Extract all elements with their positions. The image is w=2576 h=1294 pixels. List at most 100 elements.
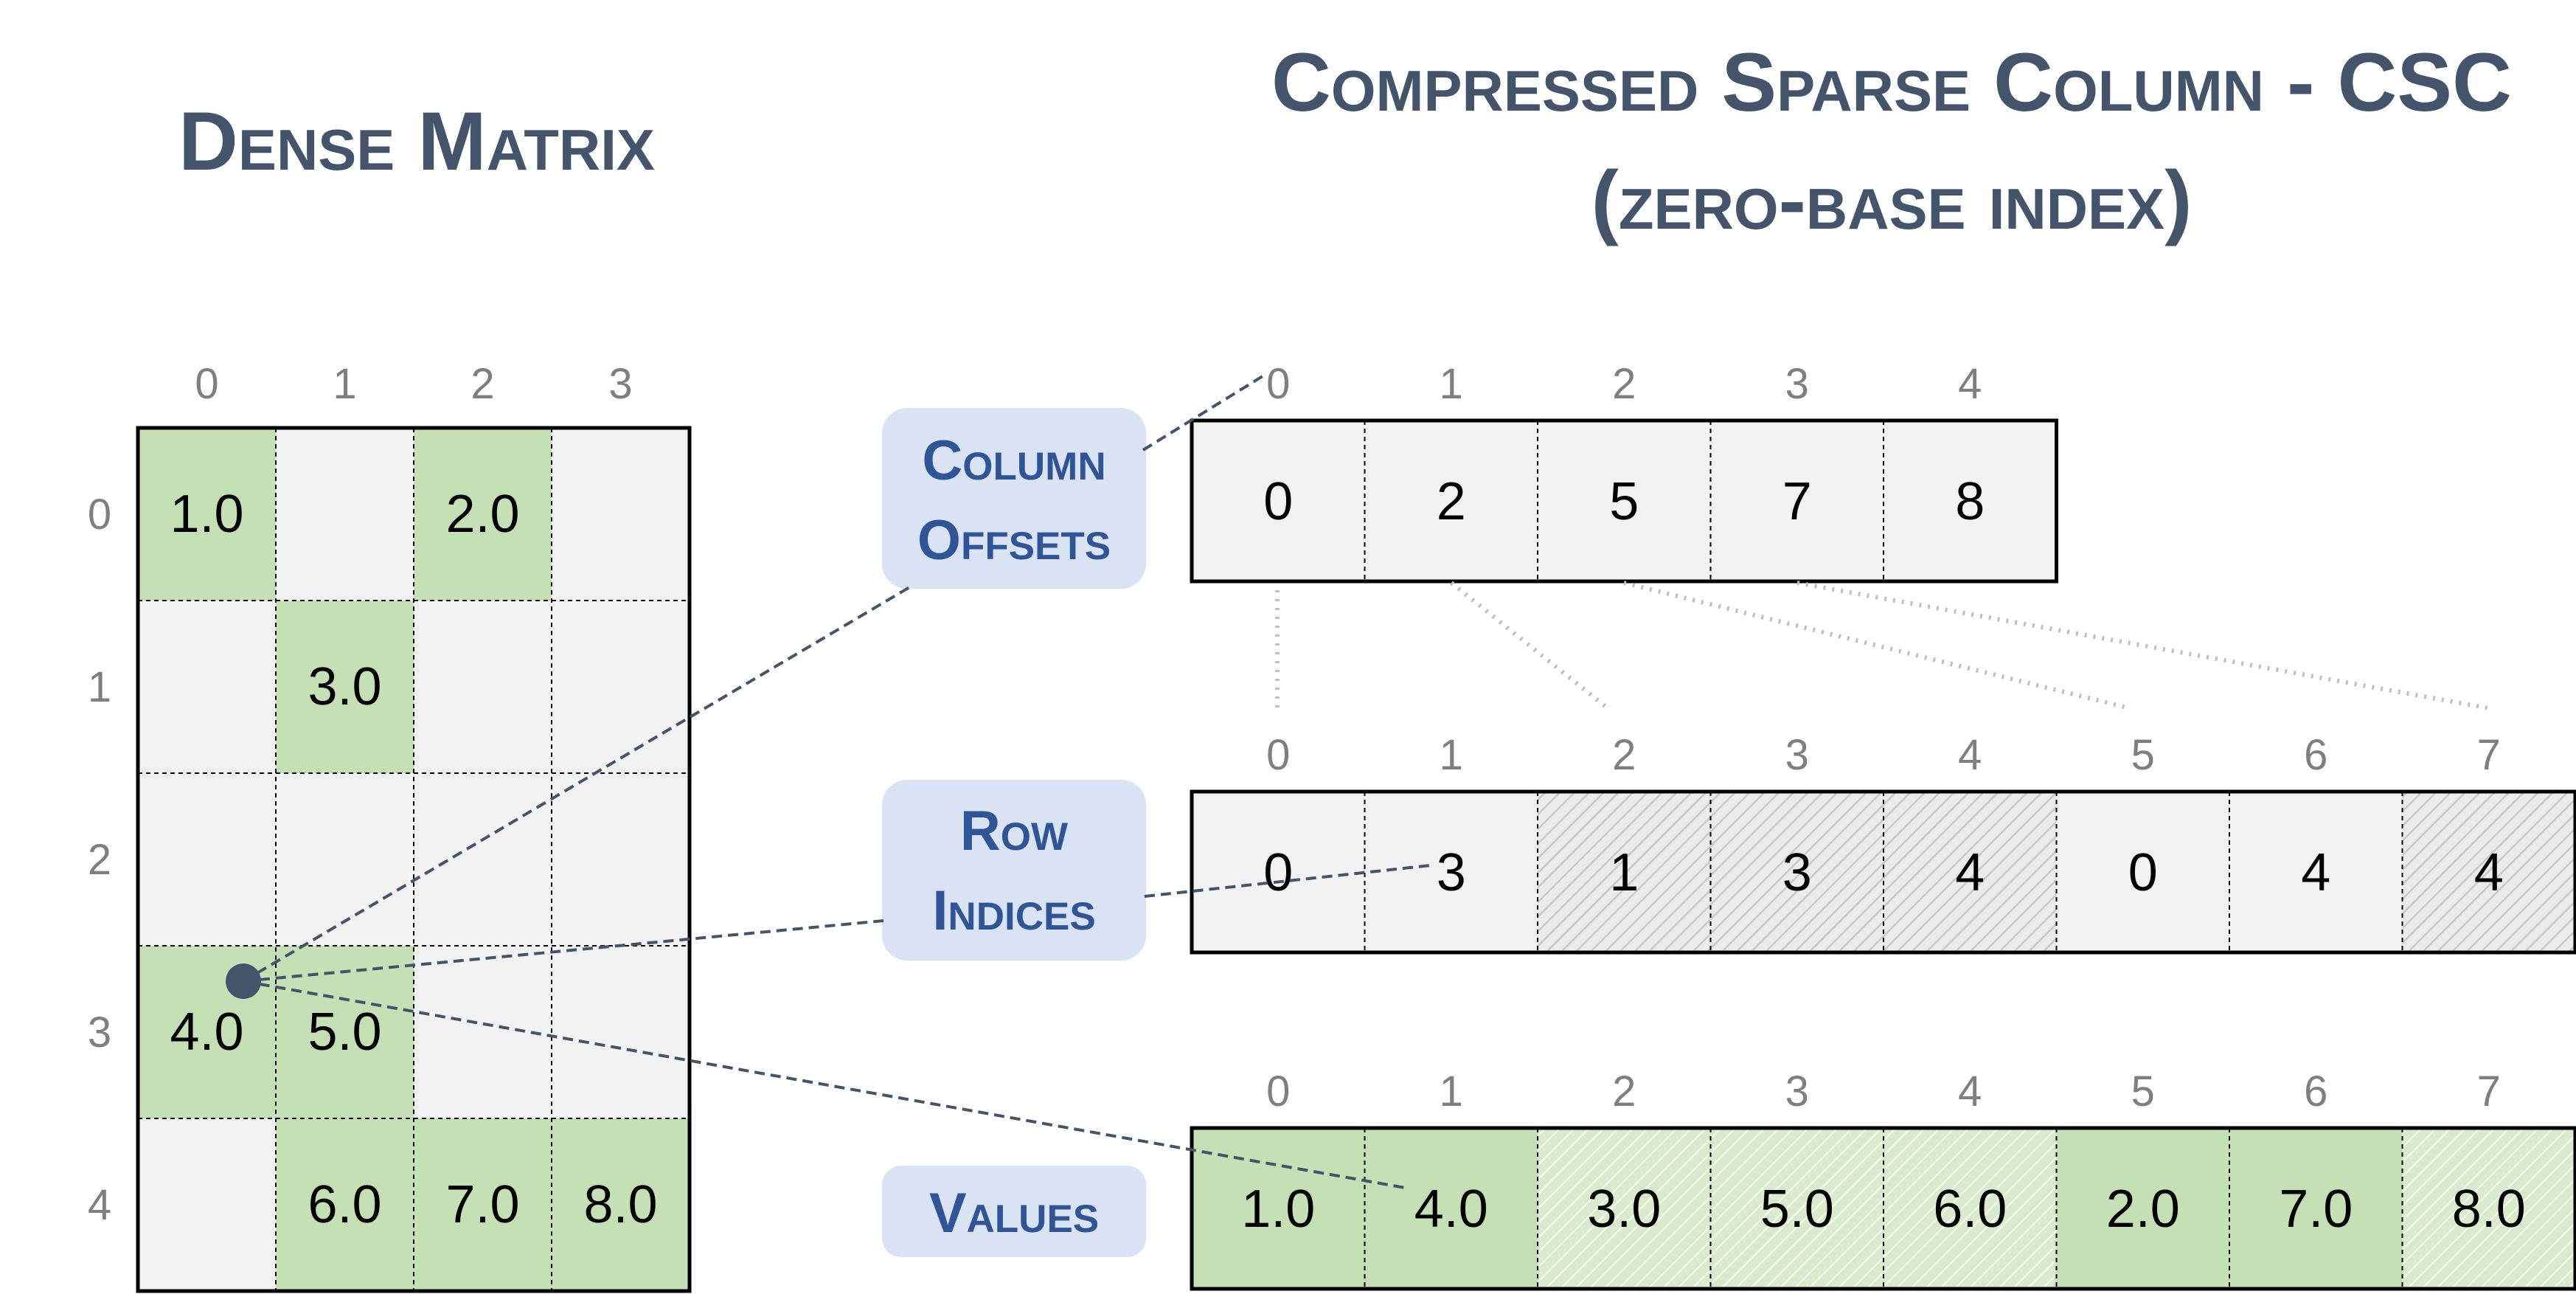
dense-row-index: 0 xyxy=(88,491,111,539)
column-offsets-value: 8 xyxy=(1955,472,1985,531)
row-indices-cell xyxy=(1710,792,1884,952)
dense-cell xyxy=(552,946,690,1118)
column-offsets-index: 0 xyxy=(1266,360,1290,408)
row-indices-value: 4 xyxy=(2301,843,2330,902)
values-index: 5 xyxy=(2131,1068,2155,1115)
dense-cell xyxy=(552,1118,690,1291)
dense-row-index: 2 xyxy=(88,836,111,884)
dense-cell xyxy=(276,773,414,946)
values-index: 3 xyxy=(1785,1068,1809,1115)
dense-cell-value: 3.0 xyxy=(308,657,381,716)
row-indices-index: 2 xyxy=(1612,731,1636,779)
row-indices-index: 3 xyxy=(1785,731,1809,779)
row-indices-cell xyxy=(1192,792,1365,952)
column-offsets-index: 1 xyxy=(1440,360,1463,408)
dense-cell xyxy=(138,1118,276,1291)
column-offsets-index: 4 xyxy=(1958,360,1982,408)
dense-row-index: 1 xyxy=(88,663,111,711)
csc-title: Compressed Sparse Column - CSC xyxy=(1271,36,2512,128)
dense-cell xyxy=(552,773,690,946)
values-value: 5.0 xyxy=(1760,1180,1834,1239)
values-cell xyxy=(1538,1128,1711,1289)
dense-cell xyxy=(138,773,276,946)
row-indices-value: 0 xyxy=(1263,843,1293,902)
dense-cell xyxy=(276,428,414,601)
values-value: 4.0 xyxy=(1414,1180,1488,1239)
row-indices-cell xyxy=(2402,792,2575,952)
row-indices-cell xyxy=(2229,792,2403,952)
values-label-box xyxy=(882,1166,1146,1257)
column-offsets-border xyxy=(1190,418,2058,584)
column-offsets-label-line1: Column xyxy=(922,429,1105,492)
dense-cell xyxy=(414,1118,552,1291)
values-cell xyxy=(1884,1128,2057,1289)
row-indices-cell xyxy=(1538,792,1711,952)
dense-col-index: 1 xyxy=(333,360,356,408)
row-indices-index: 5 xyxy=(2131,731,2155,779)
dense-cell xyxy=(552,601,690,773)
dense-row-index: 3 xyxy=(88,1008,111,1056)
values-index: 1 xyxy=(1440,1068,1463,1115)
values-value: 3.0 xyxy=(1587,1180,1661,1239)
row-indices-cell xyxy=(1884,792,2057,952)
values-value: 6.0 xyxy=(1933,1180,2007,1239)
row-indices-index: 4 xyxy=(1958,731,1982,779)
row-indices-index: 6 xyxy=(2304,731,2327,779)
row-indices-value: 4 xyxy=(2474,843,2504,902)
dense-matrix-title: Dense Matrix xyxy=(178,95,655,187)
row-indices-value: 1 xyxy=(1609,843,1639,902)
dense-cell-value: 7.0 xyxy=(445,1175,519,1234)
row-indices-index: 0 xyxy=(1266,731,1290,779)
column-offsets-value: 5 xyxy=(1609,472,1639,531)
dense-col-index: 3 xyxy=(608,360,632,408)
offset-guides xyxy=(1275,581,2490,710)
row-indices-value: 0 xyxy=(2128,843,2158,902)
connector-dot xyxy=(226,963,261,999)
column-offsets-value: 0 xyxy=(1263,472,1293,531)
dense-cell-value: 4.0 xyxy=(170,1003,243,1062)
values-border xyxy=(1190,1126,2576,1291)
dense-cell xyxy=(276,1118,414,1291)
dense-cell xyxy=(414,773,552,946)
dense-col-index: 0 xyxy=(195,360,218,408)
dense-row-index: 4 xyxy=(88,1181,111,1229)
values-value: 1.0 xyxy=(1241,1180,1315,1239)
dense-cell xyxy=(414,428,552,601)
column-offsets-cell xyxy=(1710,421,1884,581)
dense-cell-value: 1.0 xyxy=(170,485,243,544)
column-offsets-cell xyxy=(1364,421,1538,581)
values-index: 0 xyxy=(1266,1068,1290,1115)
dense-cell-value: 6.0 xyxy=(308,1175,381,1234)
values-cell xyxy=(1710,1128,1884,1289)
column-offsets-cell xyxy=(1192,421,1365,581)
row-indices-label-box xyxy=(882,780,1146,961)
values-cell xyxy=(1364,1128,1538,1289)
row-indices-value: 4 xyxy=(1955,843,1985,902)
column-offsets-label-box xyxy=(882,408,1146,589)
dense-col-index: 2 xyxy=(471,360,494,408)
values-label: Values xyxy=(929,1182,1099,1245)
dense-cell xyxy=(414,601,552,773)
values-value: 7.0 xyxy=(2279,1180,2353,1239)
row-indices-border xyxy=(1190,789,2576,955)
values-index: 4 xyxy=(1958,1068,1982,1115)
dense-matrix-border xyxy=(136,426,692,1293)
column-offsets-cell xyxy=(1538,421,1711,581)
dense-cell xyxy=(552,428,690,601)
row-indices-value: 3 xyxy=(1437,843,1466,902)
values-cell xyxy=(2402,1128,2575,1289)
row-indices-cell xyxy=(2056,792,2229,952)
dense-cell-value: 5.0 xyxy=(308,1003,381,1062)
values-value: 2.0 xyxy=(2106,1180,2180,1239)
column-offsets-value: 7 xyxy=(1782,472,1812,531)
dense-cell xyxy=(138,601,276,773)
dense-cell xyxy=(138,428,276,601)
dense-cell xyxy=(414,946,552,1118)
column-offsets-cell xyxy=(1884,421,2057,581)
row-indices-label-line1: Row xyxy=(960,800,1068,862)
connector-lines xyxy=(242,375,1431,1189)
